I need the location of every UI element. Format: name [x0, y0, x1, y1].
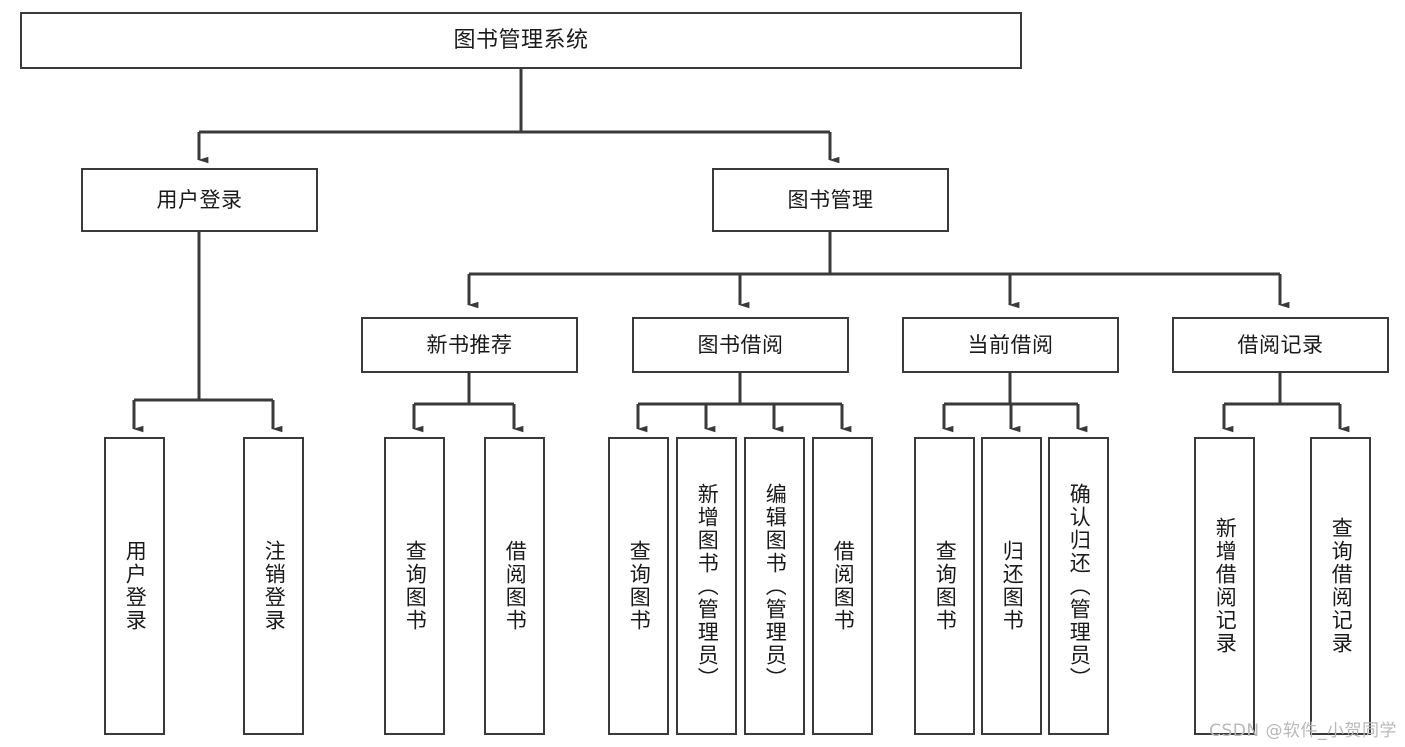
leaf-current-borrow-confirm-return-admin[interactable]: 确认归还（管理员）	[1048, 437, 1109, 735]
node-label: 图书借阅	[697, 332, 784, 357]
node-label: 确认归还（管理员）	[1067, 482, 1092, 690]
node-user-login[interactable]: 用户登录	[81, 168, 318, 232]
node-root-book-management-system[interactable]: 图书管理系统	[20, 12, 1022, 69]
leaf-new-book-borrow-book[interactable]: 借阅图书	[484, 437, 545, 735]
node-label: 查询借阅记录	[1329, 517, 1354, 655]
node-label: 用户登录	[156, 187, 243, 212]
node-label: 借阅记录	[1237, 332, 1324, 357]
node-label: 借阅图书	[831, 540, 856, 632]
leaf-new-book-query-book[interactable]: 查询图书	[384, 437, 445, 735]
leaf-user-login-login[interactable]: 用户登录	[104, 437, 165, 735]
node-label: 编辑图书（管理员）	[763, 482, 788, 690]
node-label: 图书管理	[787, 187, 874, 212]
csdn-watermark: CSDN @软件_小贺同学	[1209, 721, 1397, 741]
leaf-book-borrow-query-book[interactable]: 查询图书	[608, 437, 669, 735]
node-label: 新增借阅记录	[1213, 517, 1238, 655]
leaf-book-borrow-borrow-book[interactable]: 借阅图书	[812, 437, 873, 735]
node-label: 归还图书	[1000, 540, 1025, 632]
node-label: 新书推荐	[426, 332, 513, 357]
leaf-current-borrow-return-book[interactable]: 归还图书	[981, 437, 1042, 735]
leaf-current-borrow-query-book[interactable]: 查询图书	[914, 437, 975, 735]
node-current-borrow[interactable]: 当前借阅	[902, 317, 1119, 373]
node-label: 新增图书（管理员）	[695, 482, 720, 690]
node-book-management[interactable]: 图书管理	[712, 168, 949, 232]
leaf-borrow-record-query-record[interactable]: 查询借阅记录	[1310, 437, 1371, 735]
node-label: 图书管理系统	[453, 27, 589, 53]
leaf-borrow-record-add-record[interactable]: 新增借阅记录	[1194, 437, 1255, 735]
node-new-book-recommend[interactable]: 新书推荐	[361, 317, 578, 373]
leaf-user-login-logout[interactable]: 注销登录	[243, 437, 304, 735]
node-label: 注销登录	[262, 540, 287, 632]
node-borrow-record[interactable]: 借阅记录	[1172, 317, 1389, 373]
node-label: 查询图书	[403, 540, 428, 632]
node-label: 借阅图书	[503, 540, 528, 632]
node-book-borrow[interactable]: 图书借阅	[632, 317, 849, 373]
node-label: 当前借阅	[967, 332, 1054, 357]
node-label: 查询图书	[933, 540, 958, 632]
leaf-book-borrow-add-book-admin[interactable]: 新增图书（管理员）	[676, 437, 737, 735]
node-label: 用户登录	[123, 540, 148, 632]
leaf-book-borrow-edit-book-admin[interactable]: 编辑图书（管理员）	[744, 437, 805, 735]
node-label: 查询图书	[627, 540, 652, 632]
